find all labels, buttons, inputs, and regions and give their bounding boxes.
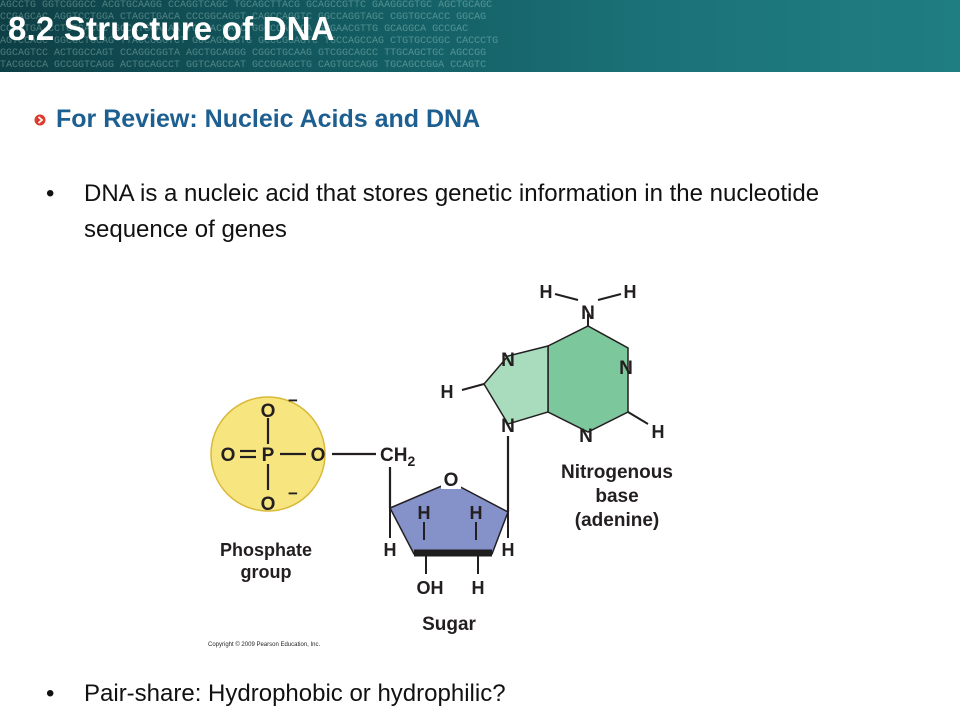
sequence-line: CCAGTGA CCTGTGACGC GCCATGCACAA TGCCACCAG…: [0, 24, 469, 35]
sugar-h-outer-right: H: [502, 540, 515, 560]
base-nitrogen-3: N: [579, 426, 593, 447]
base-label-line2: base: [595, 486, 638, 507]
base-nitrogen-9: N: [501, 416, 515, 437]
amino-nitrogen: N: [581, 303, 595, 324]
banner-dna-sequence-background: AGCCTG GGTCGGGCC ACGTGCAAGG CCAGGTCAGC T…: [0, 0, 960, 72]
six-membered-ring: [547, 325, 629, 433]
five-membered-ring: [483, 345, 549, 425]
phosphate-oxygen-right: O: [311, 445, 326, 466]
sugar-h-bottom: H: [472, 578, 485, 598]
header-banner: AGCCTG GGTCGGGCC ACGTGCAAGG CCAGGTCAGC T…: [0, 0, 960, 72]
amino-hydrogen-right: H: [624, 282, 637, 302]
bullet-marker: •: [46, 180, 55, 207]
sugar-h-inner-left: H: [418, 503, 431, 523]
base-label-line3: (adenine): [575, 510, 659, 531]
phosphorus-atom: P: [262, 445, 275, 466]
phosphate-oxygen-top: O: [261, 401, 276, 422]
phosphate-charge-top: −: [288, 391, 298, 410]
base-nitrogen-7: N: [501, 350, 515, 371]
bullet-text: Pair-share: Hydrophobic or hydrophilic?: [84, 680, 506, 707]
sequence-line: AGTCCAGC GGCGCTGCAG TTACCCGGTCT GCCAGCGG…: [0, 36, 499, 47]
phosphate-group: O − O P O O − Phosphate group: [210, 391, 326, 582]
red-arrow-bullet-icon: [34, 114, 46, 125]
sugar-h-outer-left: H: [384, 540, 397, 560]
bullet-item: • Pair-share: Hydrophobic or hydrophilic…: [46, 676, 746, 716]
copyright-notice: Copyright © 2009 Pearson Education, Inc.: [208, 641, 320, 648]
base-hydrogen-2: H: [652, 422, 665, 442]
slide-section-title: 8.2 Structure of DNA: [8, 10, 335, 47]
bullet-item: • DNA is a nucleic acid that stores gene…: [46, 176, 906, 256]
base-nitrogen-1: N: [619, 358, 633, 379]
base-hydrogen-8: H: [441, 382, 454, 402]
sugar-pentagon: [388, 481, 509, 555]
phosphate-circle: [210, 396, 326, 512]
ring-oxygen-background: [441, 469, 461, 489]
phosphate-charge-bottom: −: [288, 484, 298, 503]
sugar-ring-oxygen: O: [444, 470, 459, 491]
review-title: For Review: Nucleic Acids and DNA: [56, 105, 481, 133]
ch-text: CH: [380, 445, 407, 466]
phosphate-label-line2: group: [241, 562, 292, 582]
sugar-h-inner-right: H: [470, 503, 483, 523]
sugar-label: Sugar: [422, 614, 476, 635]
sequence-line: GGCAGTCC ACTGGCCAGT CCAGGCGGTA AGCTGCAGG…: [0, 48, 487, 59]
bullet-text: DNA is a nucleic acid that stores geneti…: [84, 180, 820, 243]
amino-hydrogen-left: H: [540, 282, 553, 302]
phosphate-oxygen-left: O: [221, 445, 236, 466]
base-label-line1: Nitrogenous: [561, 462, 673, 483]
sequence-line: AGCCTG GGTCGGGCC ACGTGCAAGG CCAGGTCAGC T…: [0, 0, 493, 11]
sequence-line: CCGAGCAC AGGTCCTGGA CTAGCTGACA CCCGGCAGG…: [0, 12, 487, 23]
sequence-line: TACGGCCA GCCGGTCAGG ACTGCAGCCT GGTCAGCCA…: [0, 60, 487, 71]
sugar-oh: OH: [417, 578, 444, 598]
phosphate-label-line1: Phosphate: [220, 540, 312, 560]
adenine-base: N H H N N N N H H Nitrogenous base (aden…: [441, 282, 673, 531]
ch2-label: CH2: [380, 445, 415, 469]
phosphate-oxygen-bottom: O: [261, 494, 276, 515]
nucleotide-diagram: O − O P O O − Phosphate group CH2 O H H …: [208, 282, 673, 648]
bullet-marker: •: [46, 680, 55, 707]
sugar-ring: O H H H H OH H Sugar: [384, 469, 515, 635]
ch2-subscript: 2: [407, 453, 415, 469]
review-heading: For Review: Nucleic Acids and DNA: [34, 105, 480, 134]
